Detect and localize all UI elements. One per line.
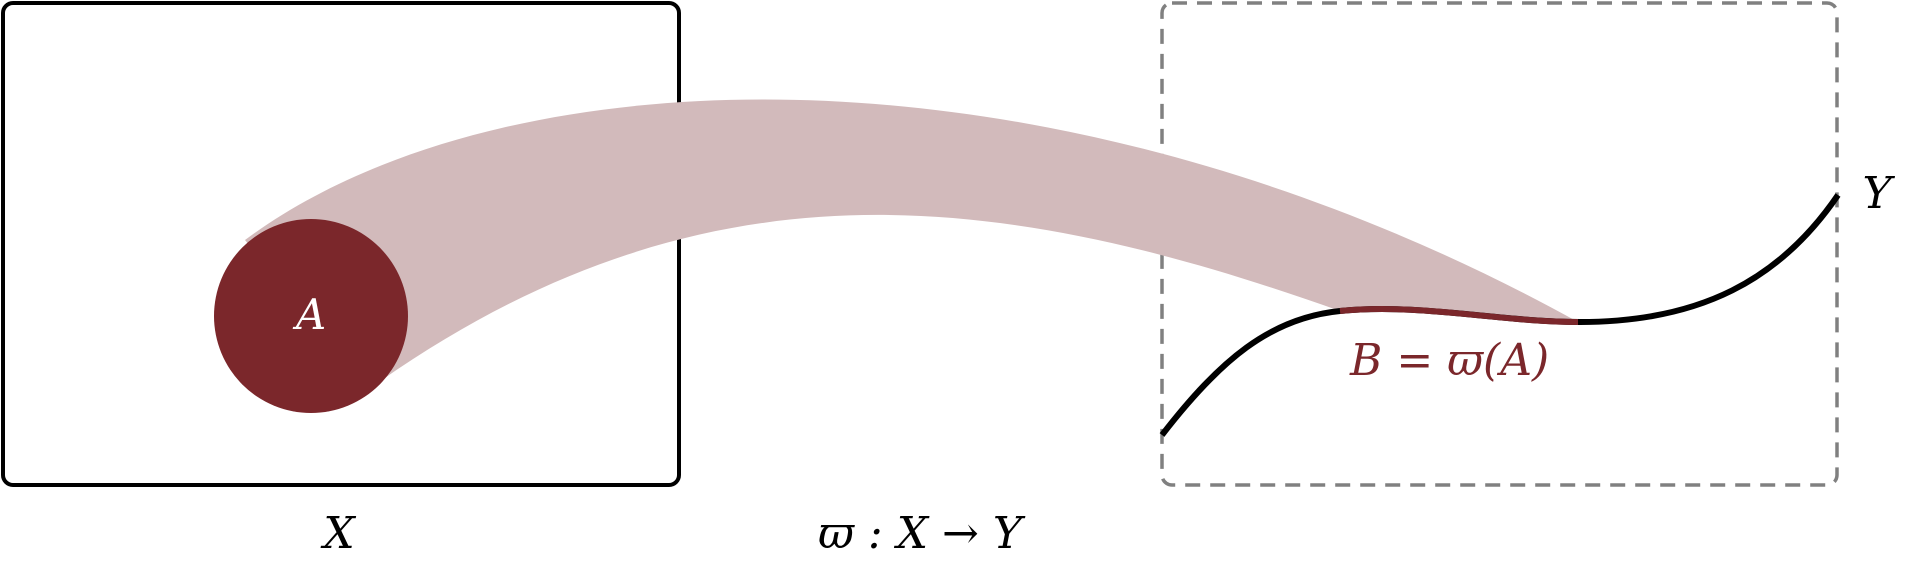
codomain-y-frame [1160,1,1839,487]
set-a-disc [214,219,408,413]
image-b-segment [1339,306,1579,325]
set-y-label: Y [1862,168,1895,219]
set-a-label: A [292,290,326,339]
image-b-label: B = ϖ(A) [1349,335,1549,386]
map-label: ϖ : X → Y [818,508,1026,559]
domain-x-frame [1,1,681,487]
set-x-label: X [320,508,356,559]
map-band [245,99,1578,392]
